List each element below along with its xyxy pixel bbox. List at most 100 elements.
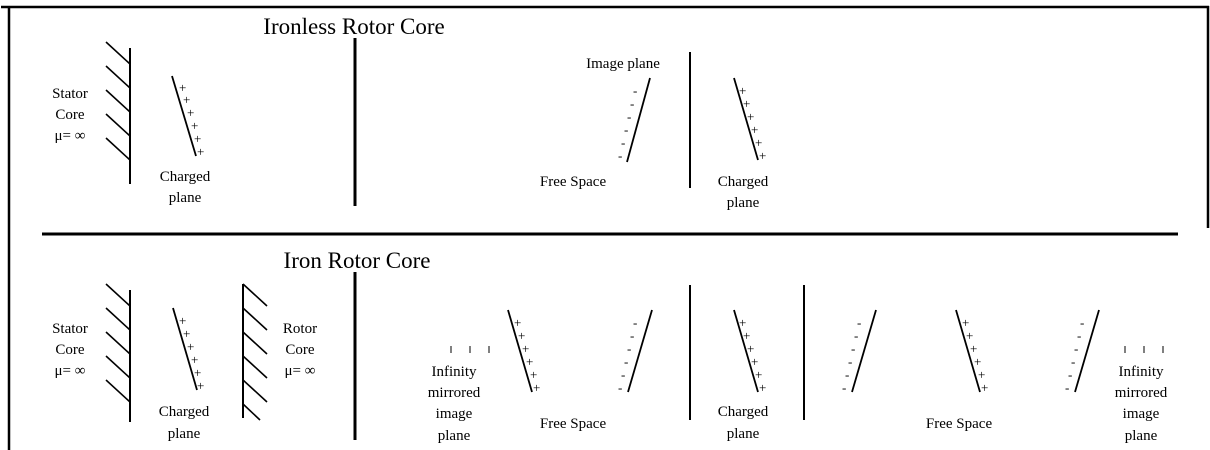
top-stator-label-line3: μ= ∞ (55, 128, 86, 144)
top-charged-plane-2-label-line1: Charged (718, 174, 769, 190)
svg-text:+: + (518, 328, 525, 343)
top-image-plane (626, 77, 651, 163)
svg-text:+: + (747, 109, 754, 124)
bottom-right-free-space-label: Free Space (926, 416, 993, 432)
svg-text:-: - (633, 315, 637, 330)
svg-text:-: - (630, 328, 634, 343)
top-image-plane-minus-signs: - - - - - - (618, 83, 637, 163)
top-charged-plane-plus-signs: + + + + + + (179, 80, 204, 159)
top-stator-core (105, 41, 131, 184)
svg-text:+: + (187, 105, 194, 120)
svg-text:+: + (194, 131, 201, 146)
svg-text:+: + (187, 339, 194, 354)
bottom-center-charged-plane-plus-signs: + + + + + + (739, 315, 766, 395)
bottom-right-charged-plane (955, 309, 981, 393)
svg-text:+: + (751, 354, 758, 369)
svg-text:-: - (857, 315, 861, 330)
top-charged-plane-2 (733, 77, 759, 161)
svg-text:+: + (755, 367, 762, 382)
bottom-charged-plane-label-line1: Charged (159, 404, 210, 420)
bottom-right-charged-plane-plus-signs: + + + + + + (962, 315, 988, 395)
bottom-left-free-space-label: Free Space (540, 416, 607, 432)
svg-text:+: + (759, 380, 766, 395)
svg-text:+: + (197, 378, 204, 393)
svg-text:+: + (514, 315, 521, 330)
bottom-right-image-plane-b-minus-signs: - - - - - - (1065, 315, 1084, 395)
svg-text:+: + (526, 354, 533, 369)
bottom-charged-plane-label-line2: plane (168, 426, 201, 442)
bottom-center-charged-plane-label-line2: plane (727, 426, 760, 442)
bottom-right-infinity-dots (1124, 346, 1164, 353)
svg-text:+: + (747, 341, 754, 356)
bottom-rotor-label-line1: Rotor (283, 321, 317, 337)
bottom-rotor-label-line2: Core (285, 342, 315, 358)
bottom-left-charged-plane-plus-signs: + + + + + + (514, 315, 540, 395)
top-stator-label-line2: Core (55, 107, 85, 123)
svg-text:-: - (1074, 341, 1078, 356)
svg-text:-: - (1080, 315, 1084, 330)
bottom-rotor-label-line3: μ= ∞ (285, 363, 316, 379)
svg-text:-: - (842, 380, 846, 395)
svg-text:+: + (739, 83, 746, 98)
svg-text:+: + (522, 341, 529, 356)
svg-text:-: - (1071, 354, 1075, 369)
bottom-left-infinity-dots (450, 346, 490, 353)
top-image-plane-label: Image plane (586, 56, 660, 72)
bottom-center-charged-plane-label-line1: Charged (718, 404, 769, 420)
svg-text:+: + (533, 380, 540, 395)
bottom-center-charged-plane (733, 309, 759, 393)
svg-text:+: + (191, 352, 198, 367)
svg-text:-: - (1068, 367, 1072, 382)
bottom-rotor-core (242, 283, 268, 421)
bottom-stator-label-line2: Core (55, 342, 85, 358)
svg-text:+: + (743, 96, 750, 111)
svg-text:-: - (845, 367, 849, 382)
bottom-right-image-plane-b (1074, 309, 1100, 393)
bottom-left-charged-plane (507, 309, 533, 393)
svg-text:-: - (624, 122, 628, 137)
bottom-right-image-plane-a-minus-signs: - - - - - - (842, 315, 861, 395)
bottom-left-infinity-label-line4: plane (438, 428, 471, 444)
bottom-right-infinity-label-line4: plane (1125, 428, 1158, 444)
svg-text:+: + (191, 118, 198, 133)
bottom-charged-plane (172, 307, 198, 391)
svg-text:+: + (197, 144, 204, 159)
top-charged-plane-label-line2: plane (169, 190, 202, 206)
bottom-right-infinity-label-line2: mirrored (1115, 385, 1168, 401)
bottom-left-image-plane-minus-signs: - - - - - - (618, 315, 637, 395)
bottom-right-infinity-label-line3: image (1123, 406, 1160, 422)
bottom-stator-label-line3: μ= ∞ (55, 363, 86, 379)
svg-text:-: - (1065, 380, 1069, 395)
top-stator-label-line1: Stator (52, 86, 88, 102)
top-charged-plane (171, 75, 197, 157)
svg-text:-: - (618, 380, 622, 395)
svg-text:-: - (851, 341, 855, 356)
svg-text:+: + (978, 367, 985, 382)
top-free-space-label: Free Space (540, 174, 607, 190)
top-panel-title: Ironless Rotor Core (263, 14, 444, 39)
svg-text:-: - (627, 109, 631, 124)
svg-text:+: + (183, 326, 190, 341)
bottom-right-infinity-label-line1: Infinity (1119, 364, 1164, 380)
svg-text:-: - (848, 354, 852, 369)
svg-text:+: + (970, 341, 977, 356)
bottom-charged-plane-plus-signs: + + + + + + (179, 313, 204, 393)
svg-text:+: + (966, 328, 973, 343)
bottom-panel-title: Iron Rotor Core (284, 248, 431, 273)
bottom-left-infinity-label-line2: mirrored (428, 385, 481, 401)
svg-text:-: - (854, 328, 858, 343)
top-charged-plane-2-label-line2: plane (727, 195, 760, 211)
bottom-stator-label-line1: Stator (52, 321, 88, 337)
svg-text:+: + (751, 122, 758, 137)
svg-text:-: - (621, 367, 625, 382)
svg-text:-: - (624, 354, 628, 369)
bottom-right-image-plane-a (851, 309, 877, 393)
bottom-stator-core (105, 283, 131, 422)
svg-text:+: + (981, 380, 988, 395)
svg-text:-: - (1077, 328, 1081, 343)
svg-text:+: + (530, 367, 537, 382)
svg-text:-: - (618, 148, 622, 163)
top-charged-plane-2-plus-signs: + + + + + + (739, 83, 766, 163)
svg-text:-: - (630, 96, 634, 111)
